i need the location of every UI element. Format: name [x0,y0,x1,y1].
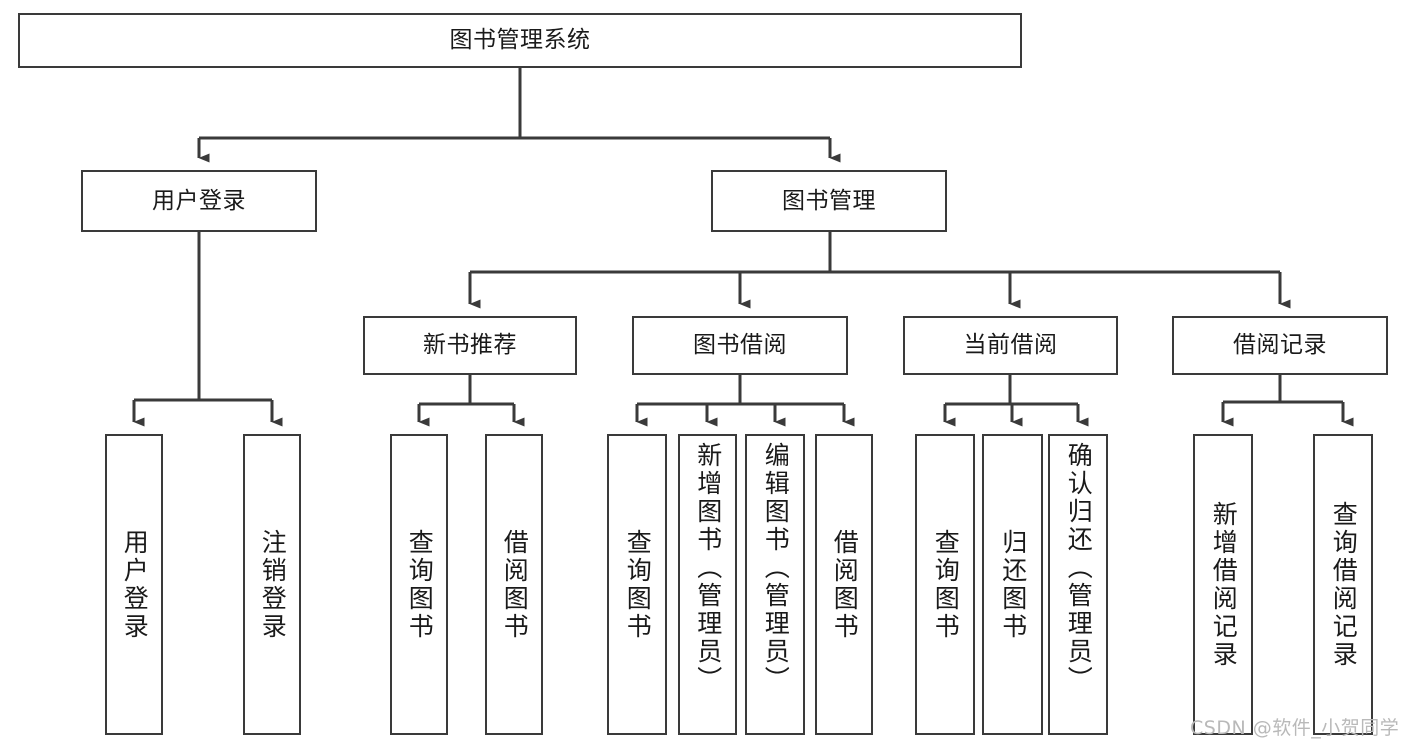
node-leaf-return-book-label: 归还图书 [998,528,1028,641]
node-leaf-borrow-book-2[interactable]: 借阅图书 [815,434,873,735]
node-book-borrow-label: 图书借阅 [693,332,787,358]
node-user-login-label: 用户登录 [152,187,246,214]
node-book-borrow[interactable]: 图书借阅 [632,316,848,375]
node-leaf-query-book-1-label: 查询图书 [405,528,435,641]
node-leaf-borrow-book-1-label: 借阅图书 [500,528,530,641]
node-user-login[interactable]: 用户登录 [81,170,317,232]
node-leaf-borrow-book-2-label: 借阅图书 [830,528,860,641]
node-leaf-edit-book-label: 编辑图书（管理员） [761,442,791,694]
node-leaf-user-logout-label: 注销登录 [258,528,288,641]
node-new-book-recommend[interactable]: 新书推荐 [363,316,577,375]
node-borrow-record-label: 借阅记录 [1233,332,1327,358]
node-leaf-confirm-return-label: 确认归还（管理员） [1064,442,1094,694]
node-leaf-confirm-return[interactable]: 确认归还（管理员） [1048,434,1108,735]
node-leaf-query-book-2[interactable]: 查询图书 [607,434,667,735]
watermark: CSDN @软件_小贺同学 [1190,717,1400,739]
node-leaf-add-book[interactable]: 新增图书（管理员） [678,434,737,735]
node-current-borrow[interactable]: 当前借阅 [903,316,1118,375]
node-leaf-query-book-3[interactable]: 查询图书 [915,434,975,735]
node-leaf-return-book[interactable]: 归还图书 [982,434,1043,735]
node-book-manage-label: 图书管理 [782,187,876,214]
node-leaf-query-book-2-label: 查询图书 [623,528,653,641]
node-leaf-query-book-3-label: 查询图书 [931,528,961,641]
node-new-book-recommend-label: 新书推荐 [423,332,517,358]
node-leaf-borrow-book-1[interactable]: 借阅图书 [485,434,543,735]
node-leaf-user-login[interactable]: 用户登录 [105,434,163,735]
node-leaf-user-logout[interactable]: 注销登录 [243,434,301,735]
node-leaf-add-record[interactable]: 新增借阅记录 [1193,434,1253,735]
node-leaf-query-book-1[interactable]: 查询图书 [390,434,448,735]
node-leaf-edit-book[interactable]: 编辑图书（管理员） [745,434,805,735]
node-borrow-record[interactable]: 借阅记录 [1172,316,1388,375]
node-book-manage[interactable]: 图书管理 [711,170,947,232]
node-leaf-add-book-label: 新增图书（管理员） [693,442,723,694]
node-current-borrow-label: 当前借阅 [963,332,1058,358]
node-root-label: 图书管理系统 [449,27,591,53]
node-leaf-user-login-label: 用户登录 [120,528,150,641]
node-root[interactable]: 图书管理系统 [18,13,1022,68]
node-leaf-add-record-label: 新增借阅记录 [1209,500,1239,669]
node-leaf-query-record[interactable]: 查询借阅记录 [1313,434,1373,735]
node-leaf-query-record-label: 查询借阅记录 [1329,500,1359,669]
